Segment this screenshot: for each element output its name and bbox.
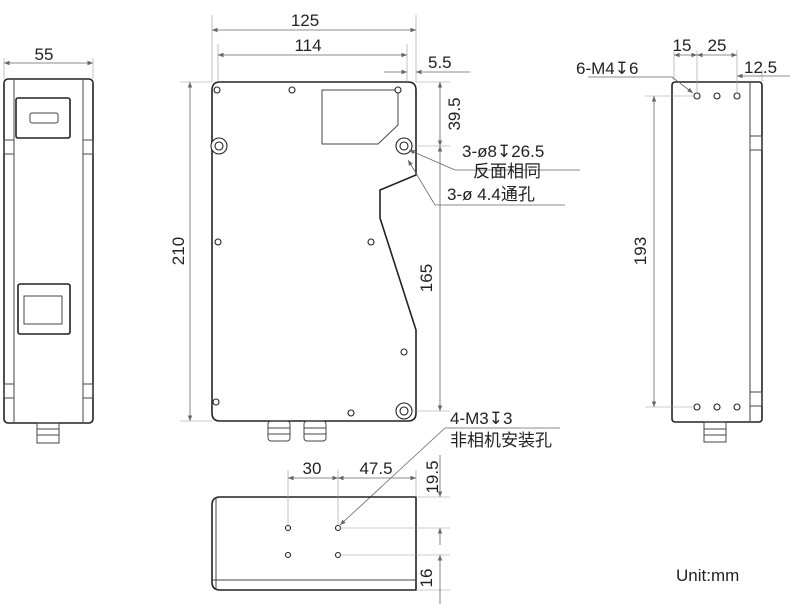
bottom-m3-hole	[284, 524, 292, 532]
dim-bottom-30: 30	[303, 459, 322, 478]
bottom-body-outline	[211, 496, 417, 591]
right-connector	[703, 421, 727, 443]
dim-right-vertical: 193	[631, 237, 650, 265]
right-clip-lower	[749, 391, 763, 407]
dim-overall-height: 210	[169, 237, 188, 265]
dim-right-15: 15	[673, 36, 692, 55]
left-body-outline	[3, 78, 94, 424]
leader-m3	[339, 427, 560, 526]
front-body-outline	[211, 81, 417, 422]
left-connector	[36, 422, 60, 444]
callout-through-hole: 3-ø 4.4通孔	[447, 185, 535, 204]
left-clip-upper-right	[82, 139, 94, 155]
dim-right-12-5: 12.5	[744, 58, 777, 77]
left-clip-upper	[3, 139, 15, 155]
callout-counterbore: 3-ø8↧26.5	[462, 142, 544, 161]
callout-m3-note: 非相机安装孔	[450, 431, 552, 450]
dim-overall-width: 125	[291, 11, 319, 30]
left-upper-slot	[29, 112, 59, 124]
dim-left-width: 55	[35, 45, 54, 64]
callout-counterbore-note: 反面相同	[473, 162, 541, 181]
front-small-hole	[213, 86, 221, 94]
bottom-view: 30 47.5 19.5 16	[211, 455, 450, 604]
dim-bottom-47-5: 47.5	[359, 459, 392, 478]
dim-right-25: 25	[708, 36, 727, 55]
right-m4-hole	[693, 92, 701, 100]
leader-m4	[588, 76, 694, 94]
right-clip-upper	[749, 135, 763, 151]
front-connector-2	[303, 420, 327, 442]
dim-inner-width: 114	[294, 36, 321, 55]
dim-hole-depth: 39.5	[445, 97, 464, 130]
left-clip-lower	[3, 383, 15, 399]
dim-bottom-16: 16	[417, 569, 436, 588]
dim-bottom-19-5: 19.5	[423, 460, 442, 493]
callout-m4: 6-M4↧6	[576, 59, 638, 78]
left-upper-plate	[15, 97, 71, 139]
right-body-outline	[671, 81, 763, 423]
left-lower-window	[23, 295, 63, 325]
unit-label: Unit:mm	[676, 566, 739, 585]
dim-offset: 5.5	[428, 53, 452, 72]
front-window	[321, 89, 399, 145]
left-lower-frame	[17, 283, 71, 335]
left-side-view: 55	[3, 45, 94, 444]
callout-m3: 4-M3↧3	[450, 409, 512, 428]
right-side-view: 15 25 12.5 6-M4↧6 193	[576, 36, 790, 443]
left-clip-lower-right	[82, 383, 94, 399]
dim-slant-height: 165	[417, 264, 436, 292]
front-view: 125 114 5.5 210 39.5 165 3-ø8↧26.5 反面相同 …	[169, 11, 580, 526]
leader-counterbore	[408, 149, 580, 171]
leader-through-hole	[407, 159, 565, 206]
front-connector-1	[267, 420, 291, 442]
